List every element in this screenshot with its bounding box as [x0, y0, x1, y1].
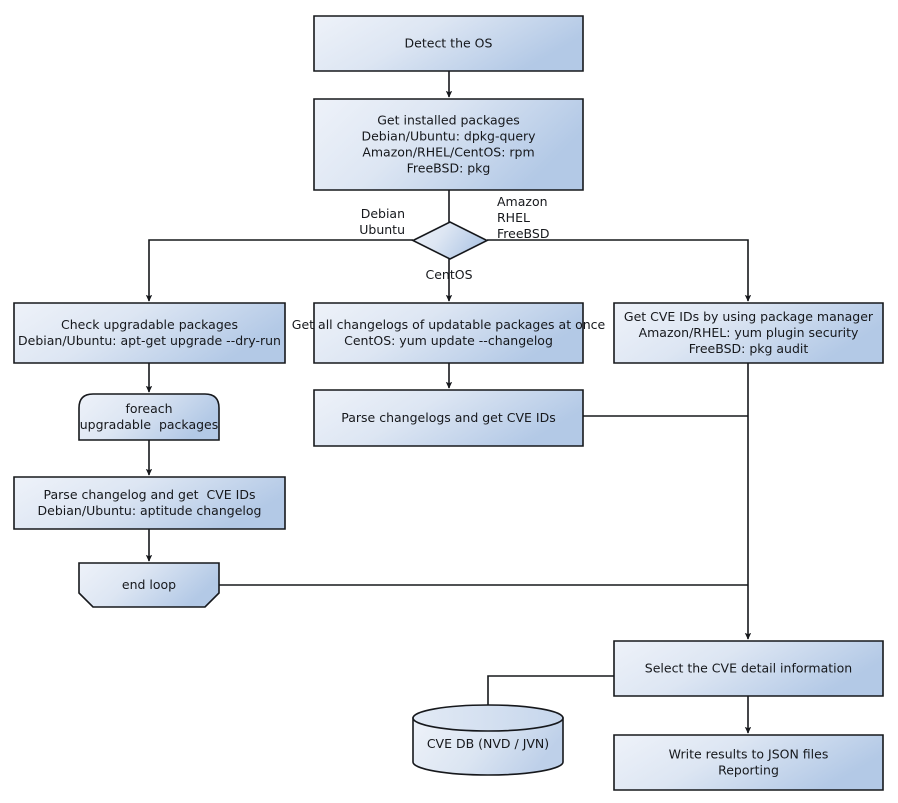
node-end-loop[interactable]: end loop [78, 562, 220, 608]
edge-decision-to-debian [145, 239, 413, 302]
node-label: end loop [122, 577, 176, 592]
node-label: Select the CVE detail information [645, 660, 852, 675]
node-shape-process [613, 734, 884, 791]
node-label: Parse changelogs and get CVE IDs [341, 410, 555, 425]
edge-path [487, 675, 614, 710]
node-label: Get all changelogs of updatable packages… [292, 317, 606, 348]
database-body [412, 717, 564, 776]
edge-decision-to-rhel [487, 239, 752, 302]
node-shape-loop-start [78, 393, 220, 441]
edge-path [145, 239, 413, 302]
node-shape-process [613, 640, 884, 697]
node-detect-os[interactable]: Detect the OS [313, 15, 584, 72]
edge-label-decision-to-centos: CentOS [425, 267, 472, 282]
node-get-all-changelogs[interactable]: Get all changelogs of updatable packages… [292, 302, 606, 364]
edge-select-to-db [487, 675, 614, 710]
node-shape-process [13, 476, 286, 530]
node-label: CVE DB (NVD / JVN) [427, 736, 549, 751]
node-shape-decision [411, 221, 489, 260]
node-parse-changelogs-cve-ids[interactable]: Parse changelogs and get CVE IDs [313, 389, 584, 447]
node-label: Detect the OS [405, 35, 493, 50]
node-os-decision[interactable] [411, 221, 489, 260]
node-shape-process [313, 98, 584, 191]
edges-layer [145, 71, 752, 734]
edge-path [487, 239, 752, 302]
database-top-ellipse [412, 704, 564, 732]
node-shape-loop-end [78, 562, 220, 608]
node-shape-process [313, 389, 584, 447]
node-shape-process [313, 15, 584, 72]
node-shape-process [13, 302, 286, 364]
node-cve-db[interactable]: CVE DB (NVD / JVN) [412, 704, 564, 776]
node-select-cve-detail[interactable]: Select the CVE detail information [613, 640, 884, 697]
node-shape-process [313, 302, 584, 364]
node-shape-process [613, 302, 884, 364]
